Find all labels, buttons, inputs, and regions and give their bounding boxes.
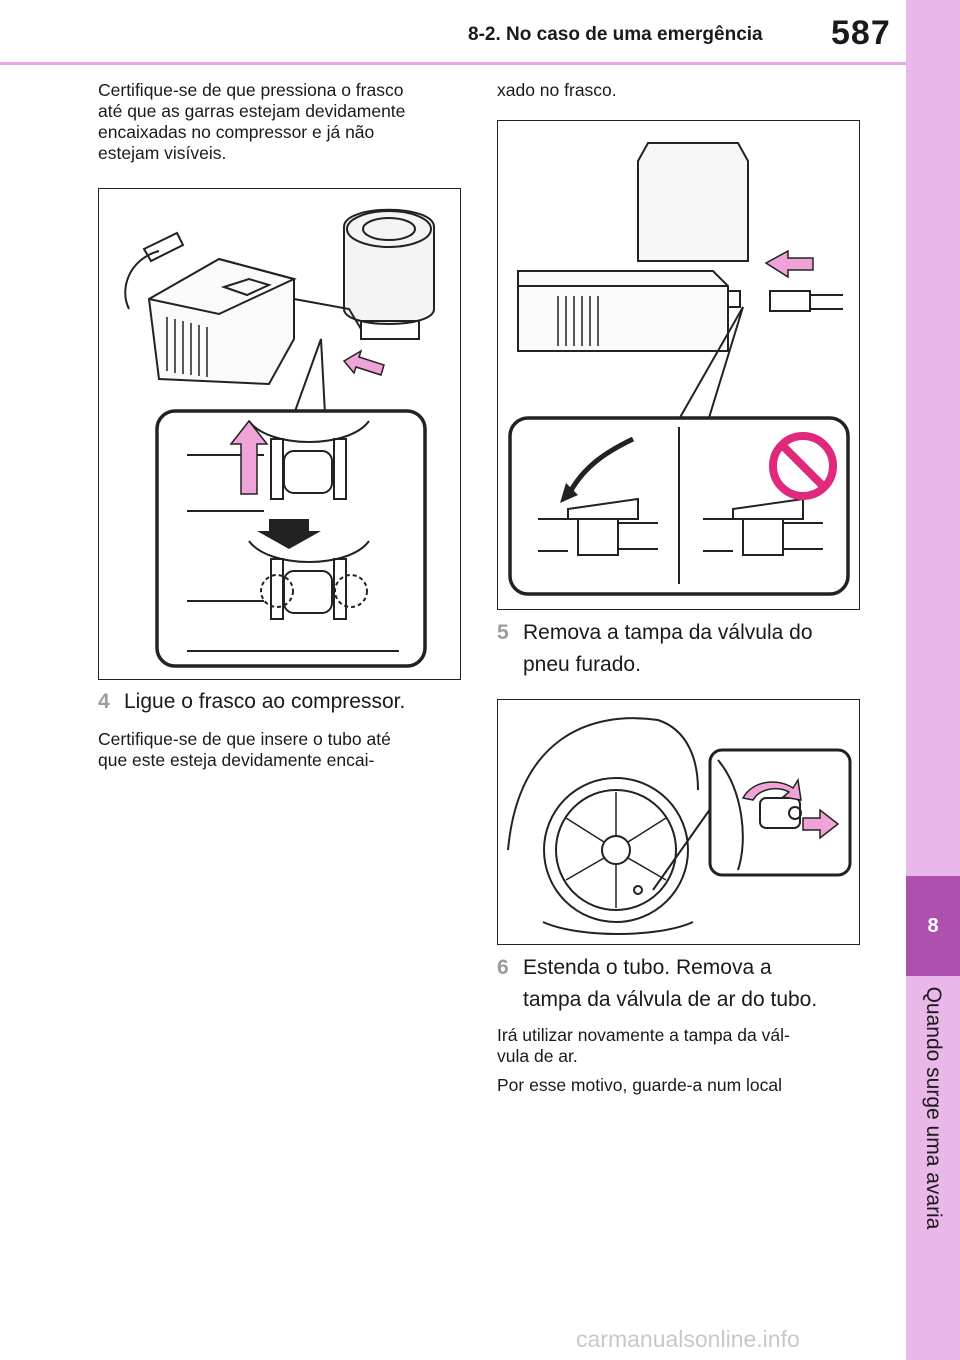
watermark: carmanualsonline.info [576,1326,800,1352]
down-arrow-icon [257,519,321,549]
page-header: 8-2. No caso de uma emergência 587 [0,0,906,62]
step4-note: Certifique-se de que insere o tubo até q… [98,729,391,771]
text-line: encaixadas no compressor e já não [98,122,375,142]
text-line: Certifique-se de que insere o tubo até [98,729,391,749]
left-arrow-icon [764,249,814,279]
right-arrow-icon [802,808,840,840]
figure-tube-connection [497,120,860,610]
step-number: 6 [497,956,509,979]
step-5: 5 Remova a tampa da válvula do pneu furad… [497,617,813,681]
prohibited-icon [769,432,837,500]
section-title: 8-2. No caso de uma emergência [468,24,763,45]
step-text-line: tampa da válvula de ar do tubo. [523,988,818,1011]
step6-note-1: Irá utilizar novamente a tampa da vál- v… [497,1025,790,1067]
left-arrow-icon [342,349,385,376]
text-line: até que as garras estejam devidamente [98,101,406,121]
continuation-text: xado no frasco. [497,80,617,100]
step-4: 4 Ligue o frasco ao compressor. [98,686,405,718]
curved-arrow-icon [565,436,635,498]
text-line: Certifique-se de que pressiona o frasco [98,80,404,100]
intro-paragraph: Certifique-se de que pressiona o frasco … [98,80,405,164]
step-text-line: Remova a tampa da válvula do [523,621,813,644]
text-line: Irá utilizar novamente a tampa da vál- [497,1025,790,1045]
chapter-number-badge: 8 [906,876,960,976]
figure-tire-valve [497,699,860,945]
bottle-compressor-illustration [124,208,435,668]
text-line: que este esteja devidamente encai- [98,750,375,770]
chapter-side-tab [906,0,960,1360]
tire-valve-illustration [507,717,852,935]
up-arrow-icon [229,419,269,495]
step6-note-2: Por esse motivo, guarde-a num local [497,1075,782,1095]
step-number: 5 [497,621,509,644]
text-line: vula de ar. [497,1046,578,1066]
step-text-line: Estenda o tubo. Remova a [523,956,772,979]
chapter-title-vertical: Quando surge uma avaria [922,986,945,1230]
rotate-arrow-icon [741,777,802,801]
text-line: estejam visíveis. [98,143,227,163]
header-rule [0,62,906,65]
page-number: 587 [831,14,891,52]
step-text-line: pneu furado. [523,653,641,676]
step-text: Ligue o frasco ao compressor. [124,690,406,713]
tube-connection-illustration [508,142,850,596]
step-number: 4 [98,690,110,713]
step-6: 6 Estenda o tubo. Remova a tampa da válvu… [497,952,817,1016]
figure-bottle-compressor [98,188,461,680]
